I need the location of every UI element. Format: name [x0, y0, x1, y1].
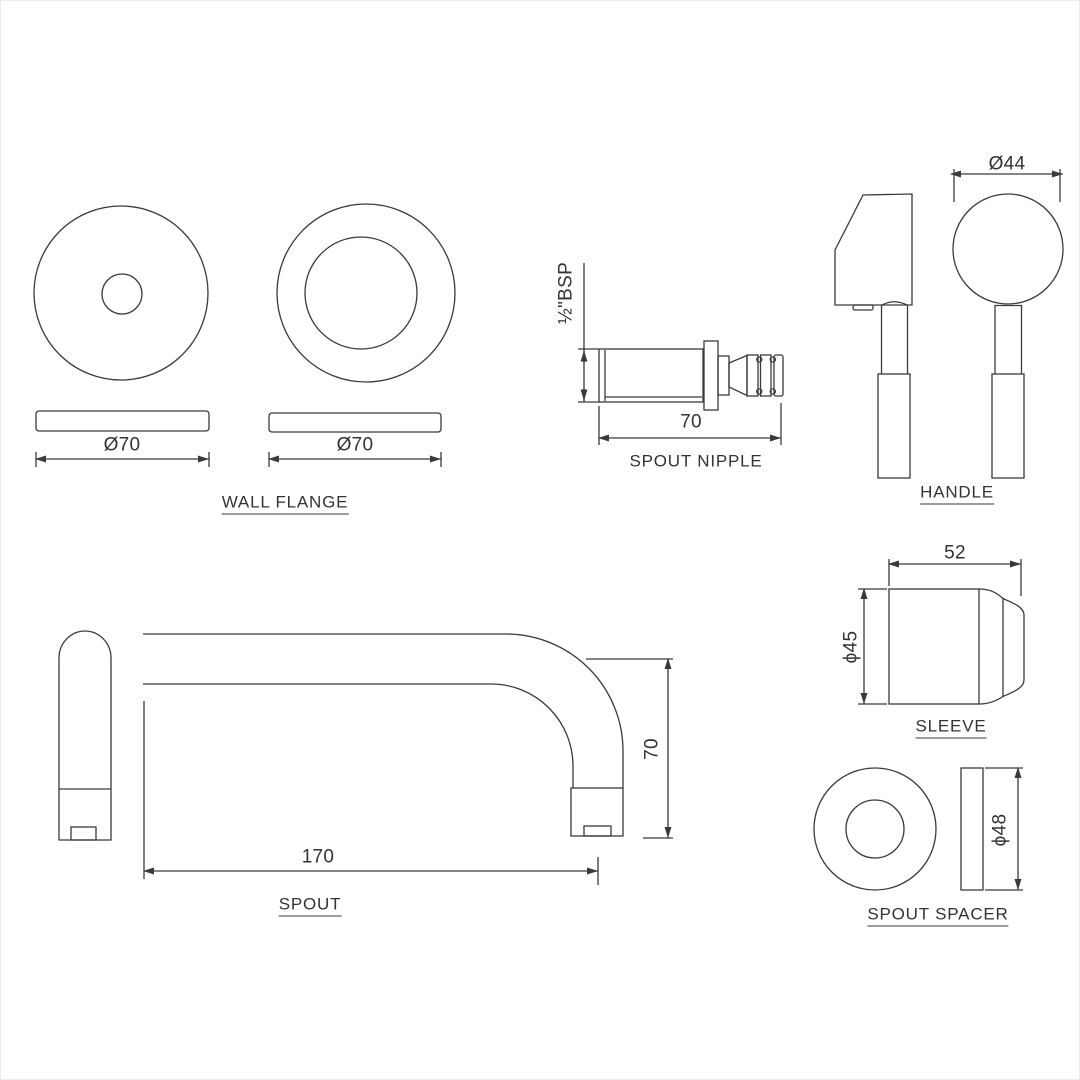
handle-label: HANDLE: [920, 484, 994, 505]
handle-dim-diameter: Ø44: [988, 153, 1026, 175]
spout-spacer-dim-diameter: ϕ48: [989, 813, 1011, 847]
sleeve-label: SLEEVE: [915, 718, 987, 739]
spout-nipple-dim-thread: ½"BSP: [555, 261, 577, 325]
handle-outline: [834, 169, 1064, 479]
spout-nipple-dim-length: 70: [680, 411, 702, 433]
spout-nipple-outline: [578, 263, 784, 445]
spout-spacer-outline: [813, 767, 1023, 891]
wall-flange-label: WALL FLANGE: [221, 494, 349, 515]
wall-flange-dim-front: Ø70: [103, 434, 141, 456]
spout-dim-height: 70: [641, 738, 663, 760]
spout-outline: [58, 630, 673, 885]
sleeve-dim-diameter: ϕ45: [840, 630, 862, 664]
wall-flange-outline: [33, 203, 456, 467]
wall-flange-dim-side: Ø70: [336, 434, 374, 456]
spout-label: SPOUT: [278, 896, 342, 917]
spout-nipple-label: SPOUT NIPPLE: [629, 451, 763, 471]
sleeve-outline: [858, 559, 1025, 705]
spout-dim-reach: 170: [301, 846, 335, 868]
spout-spacer-label: SPOUT SPACER: [867, 906, 1009, 927]
sleeve-dim-length: 52: [944, 542, 966, 564]
